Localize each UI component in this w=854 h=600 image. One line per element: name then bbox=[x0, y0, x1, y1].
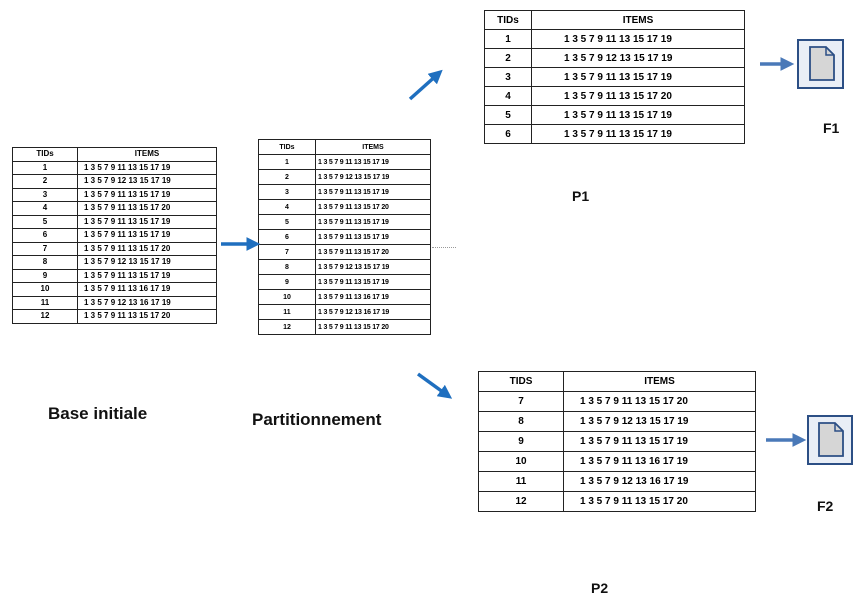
table-header-row: TIDs ITEMS bbox=[258, 139, 431, 155]
partition-label: Partitionnement bbox=[252, 410, 382, 429]
dotted-divider bbox=[432, 247, 456, 248]
items-cell: 1 3 5 7 9 11 13 15 17 20 bbox=[563, 491, 756, 512]
items-cell: 1 3 5 7 9 12 13 16 17 19 bbox=[77, 295, 217, 310]
base-label: Base initiale bbox=[48, 404, 148, 423]
f1-label: F1 bbox=[823, 120, 840, 136]
tid-cell: 12 bbox=[478, 491, 564, 512]
items-cell: 1 3 5 7 9 11 13 15 17 20 bbox=[77, 309, 217, 324]
f2-label: F2 bbox=[817, 498, 834, 514]
p1-label: P1 bbox=[572, 188, 590, 204]
tid-cell: 11 bbox=[12, 295, 78, 310]
file-icon bbox=[807, 415, 853, 465]
arrow-icon bbox=[408, 69, 443, 101]
p2-label: P2 bbox=[591, 580, 609, 596]
items-cell: 1 3 5 7 9 11 13 15 17 20 bbox=[315, 319, 431, 335]
file-icon bbox=[797, 39, 844, 89]
table-header-row: TIDs ITEMS bbox=[12, 147, 217, 162]
arrow-icon bbox=[416, 372, 453, 399]
tid-cell: 6 bbox=[484, 124, 532, 144]
items-cell: 1 3 5 7 9 11 13 15 17 19 bbox=[531, 124, 745, 144]
table-header-row: TIDS ITEMS bbox=[478, 371, 756, 392]
items-cell: 1 3 5 7 9 11 13 15 17 19 bbox=[77, 268, 217, 283]
items-cell: 1 3 5 7 9 12 13 15 17 19 bbox=[77, 255, 217, 270]
items-header: ITEMS bbox=[315, 139, 431, 155]
items-cell: 1 3 5 7 9 11 13 16 17 19 bbox=[77, 282, 217, 297]
tid-cell: 12 bbox=[12, 309, 78, 324]
